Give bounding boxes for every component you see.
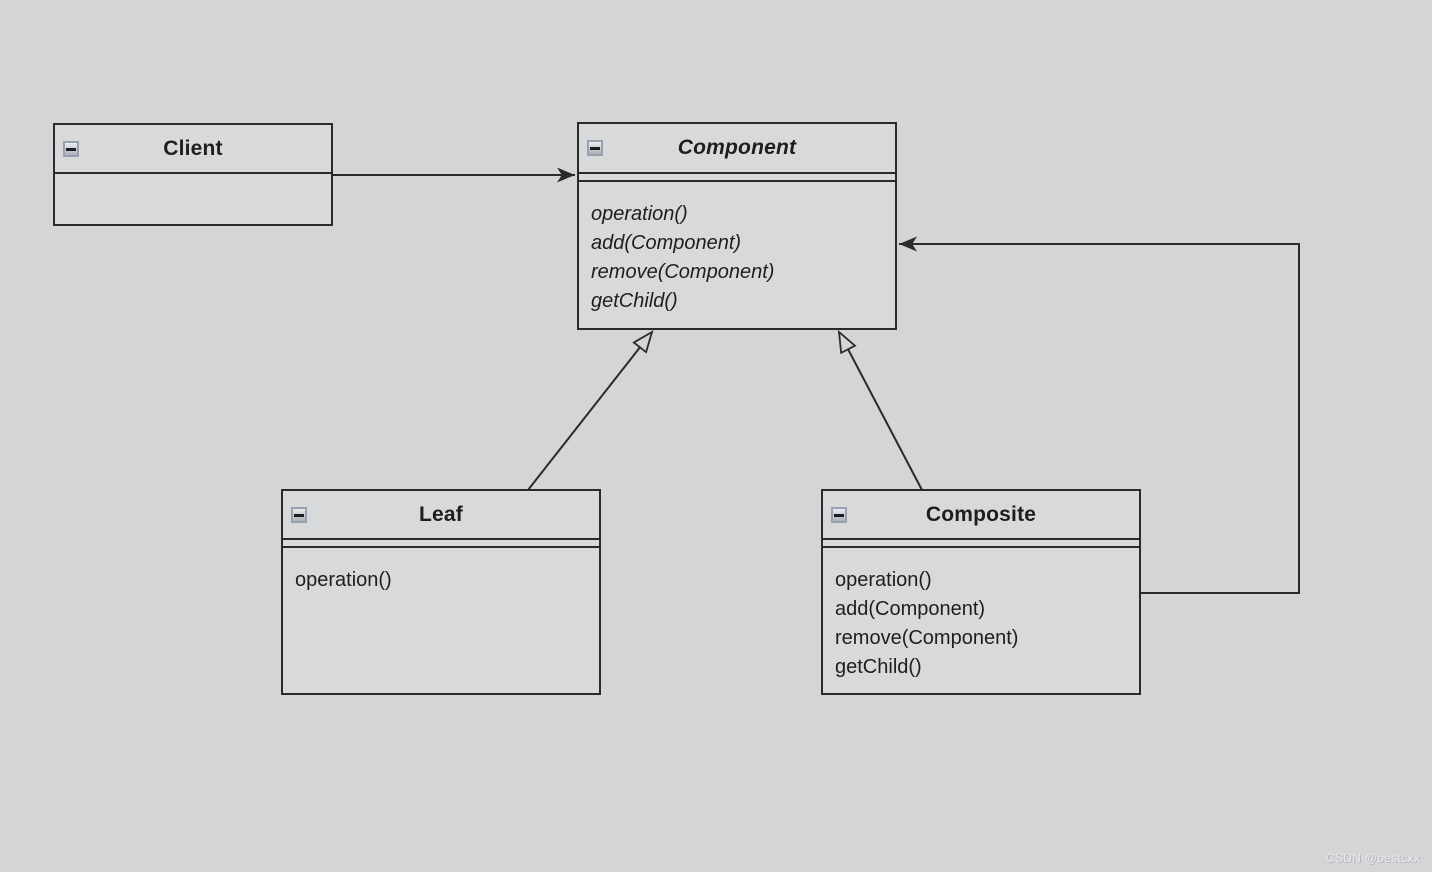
attributes-compartment (283, 540, 599, 548)
method-item: add(Component) (835, 598, 986, 620)
collapse-icon[interactable] (831, 506, 847, 523)
class-title: Component (677, 136, 797, 159)
class-composite[interactable]: Composite operation() add(Component) rem… (821, 489, 1141, 695)
class-title: Client (163, 136, 223, 160)
class-component-title-bar: Component (579, 124, 895, 174)
class-client[interactable]: Client (53, 123, 333, 226)
method-item: remove(Component) (835, 627, 1019, 649)
class-client-body (55, 174, 331, 222)
class-client-title-bar: Client (55, 125, 331, 174)
method-item: getChild() (835, 656, 922, 678)
method-item: operation() (591, 203, 688, 225)
class-title: Composite (925, 502, 1037, 526)
class-component[interactable]: Component operation() add(Component) rem… (577, 122, 897, 330)
watermark: CSDN @bestcxx (1325, 851, 1420, 865)
minus-icon (590, 147, 600, 150)
class-composite-methods: operation() add(Component) remove(Compon… (823, 548, 1139, 682)
association-composite-to-component[interactable] (899, 236, 1300, 594)
method-item: operation() (835, 569, 932, 591)
generalization-leaf-to-component[interactable] (527, 332, 652, 491)
collapse-icon[interactable] (587, 140, 603, 156)
attributes-compartment (579, 174, 895, 182)
class-leaf-methods: operation() (283, 548, 599, 595)
attributes-compartment (823, 540, 1139, 548)
minus-icon (834, 513, 844, 517)
class-composite-title-bar: Composite (823, 491, 1139, 540)
class-leaf-title-bar: Leaf (283, 491, 599, 540)
class-component-methods: operation() add(Component) remove(Compon… (579, 182, 895, 316)
class-title: Leaf (419, 502, 463, 526)
method-item: getChild() (591, 290, 678, 312)
minus-icon (66, 147, 76, 151)
method-item: remove(Component) (591, 261, 775, 283)
method-item: operation() (295, 569, 392, 591)
collapse-icon[interactable] (63, 140, 79, 157)
generalization-composite-to-component[interactable] (839, 332, 923, 491)
minus-icon (294, 513, 304, 517)
collapse-icon[interactable] (291, 506, 307, 523)
class-leaf[interactable]: Leaf operation() (281, 489, 601, 695)
method-item: add(Component) (591, 232, 742, 254)
